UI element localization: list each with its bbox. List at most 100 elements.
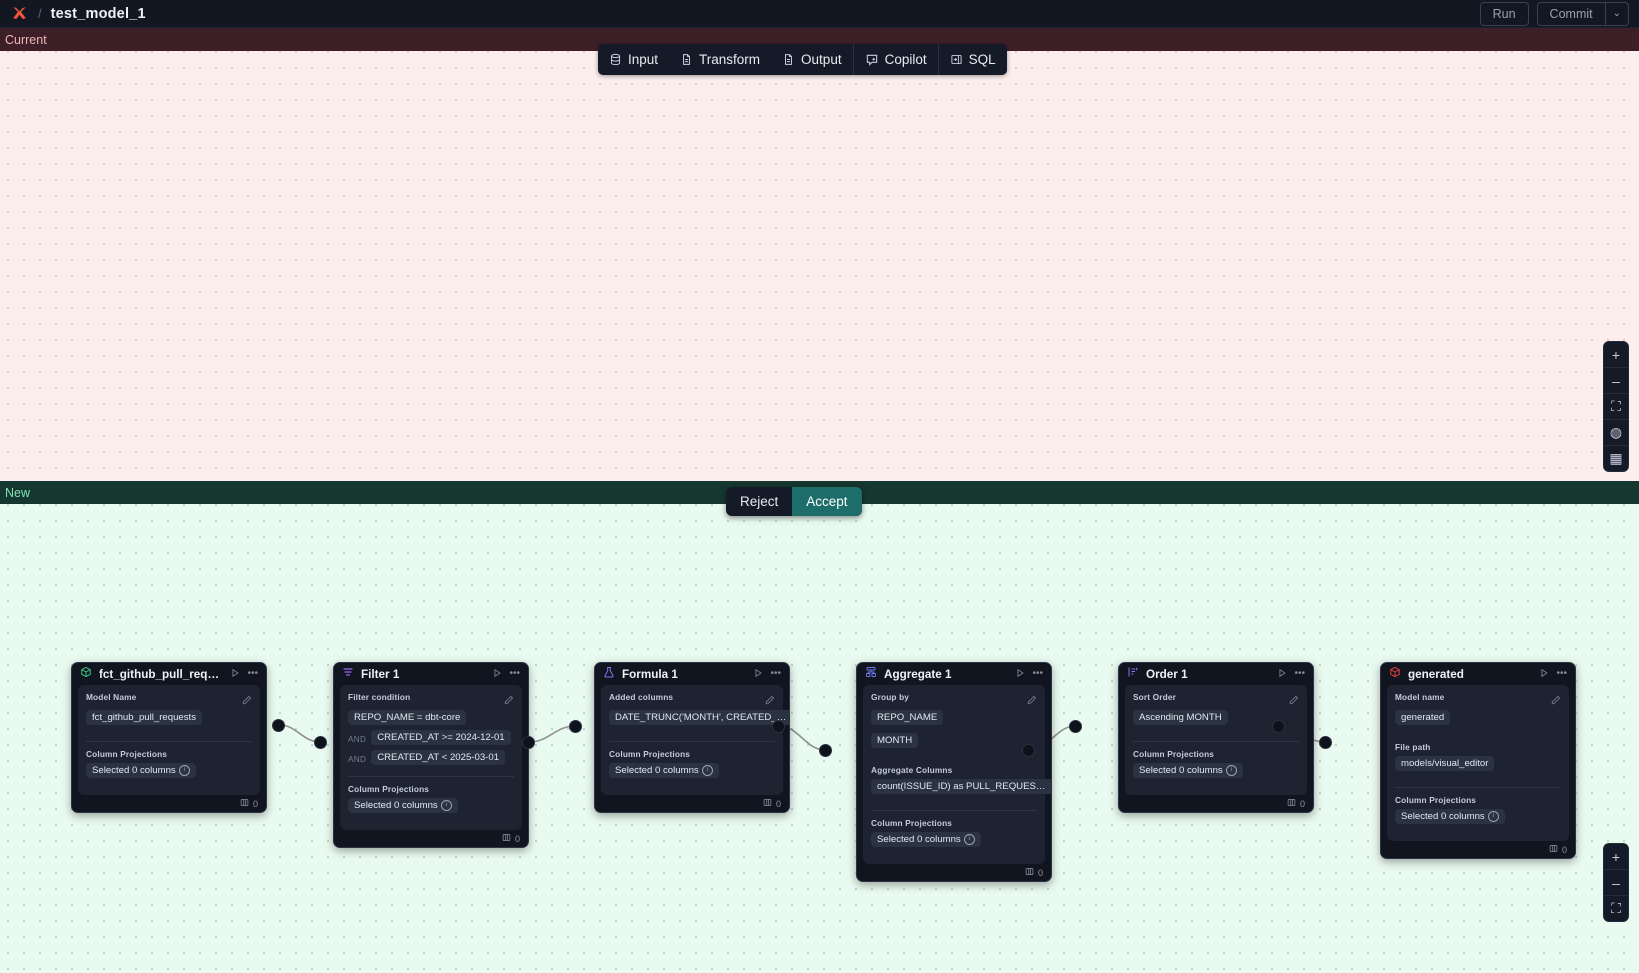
aggregate-icon: [865, 665, 877, 683]
more-icon[interactable]: •••: [1556, 668, 1567, 679]
play-icon[interactable]: [230, 668, 240, 681]
info-icon[interactable]: i: [440, 800, 452, 811]
filter-condition-value[interactable]: CREATED_AT < 2025-03-01: [371, 750, 506, 765]
sort-order-value[interactable]: Ascending MONTH: [1133, 710, 1228, 725]
top-bar: / test_model_1 Run Commit ⌄: [0, 0, 1639, 28]
edit-pencil-icon[interactable]: [765, 692, 775, 710]
edge-port: [1022, 744, 1035, 757]
field-value[interactable]: DATE_TRUNC('MONTH', CREATED_AT...: [609, 710, 789, 725]
edit-pencil-icon[interactable]: [1027, 692, 1037, 710]
cube-red-icon: [1389, 665, 1401, 683]
node-filter[interactable]: Filter 1 ••• Filter condition REPO_NAME …: [333, 662, 529, 849]
fit-view-icon[interactable]: ⛶: [1611, 900, 1621, 916]
edit-pencil-icon[interactable]: [504, 692, 514, 710]
zoom-controls-current: + – ⛶ ◍ ▦: [1603, 341, 1629, 472]
group-by-value[interactable]: REPO_NAME: [871, 710, 944, 725]
field-value: Selected 0 columns: [1139, 765, 1223, 777]
node-title: fct_github_pull_requests: [99, 667, 223, 681]
node-output[interactable]: generated ••• Model name generated File …: [1380, 662, 1576, 860]
aggregate-columns-value[interactable]: count(ISSUE_ID) as PULL_REQUEST_...: [871, 779, 1051, 794]
field-value[interactable]: fct_github_pull_requests: [86, 710, 203, 725]
node-footer: 0: [334, 830, 528, 847]
more-icon[interactable]: •••: [509, 668, 520, 679]
edge-port: [522, 736, 535, 749]
tab-input[interactable]: Input: [598, 44, 669, 75]
field-label: Column Projections: [1133, 749, 1215, 759]
edit-pencil-icon[interactable]: [1551, 692, 1561, 710]
node-source[interactable]: fct_github_pull_requests ••• Model Name …: [71, 662, 267, 814]
tab-sql[interactable]: SQL: [937, 44, 1007, 75]
edge-port: [569, 720, 582, 733]
filter-condition-value[interactable]: CREATED_AT >= 2024-12-01: [371, 730, 511, 745]
reject-button[interactable]: Reject: [740, 494, 779, 509]
group-by-value[interactable]: MONTH: [871, 733, 919, 748]
play-icon[interactable]: [1015, 668, 1025, 681]
field-label: Added columns: [609, 692, 674, 702]
chevron-down-icon[interactable]: ⌄: [1604, 2, 1628, 25]
info-icon[interactable]: i: [963, 834, 975, 845]
more-icon[interactable]: •••: [770, 668, 781, 679]
more-icon[interactable]: •••: [247, 668, 258, 679]
breadcrumb-separator: /: [38, 6, 42, 21]
panel-tab-bar: Input Transform Output: [598, 44, 1007, 75]
field-label: Filter condition: [348, 692, 411, 702]
order-sort-icon: [1127, 665, 1139, 683]
divider: [1395, 787, 1561, 788]
filter-condition-value[interactable]: REPO_NAME = dbt-core: [348, 710, 467, 725]
more-icon[interactable]: •••: [1294, 668, 1305, 679]
zoom-in-icon[interactable]: +: [1604, 342, 1628, 368]
footer-count: 0: [252, 798, 258, 809]
node-order[interactable]: Order 1 ••• Sort Order Ascending MONTH C…: [1118, 662, 1314, 814]
node-formula[interactable]: Formula 1 ••• Added columns DATE_TRUNC('…: [594, 662, 790, 814]
play-icon[interactable]: [1277, 668, 1287, 681]
field-label: Model name: [1395, 692, 1445, 702]
play-icon[interactable]: [753, 668, 763, 681]
node-title: Aggregate 1: [884, 667, 952, 681]
grid-toggle-icon[interactable]: ▦: [1609, 450, 1623, 466]
canvas-current[interactable]: [0, 28, 1639, 481]
node-aggregate[interactable]: Aggregate 1 ••• Group by REPO_NAME MONTH…: [856, 662, 1052, 883]
database-icon: [609, 53, 622, 66]
zoom-out-icon[interactable]: –: [1604, 870, 1628, 896]
tab-sql-label: SQL: [968, 52, 996, 67]
zoom-in-icon[interactable]: +: [1604, 844, 1628, 870]
columns-icon: [240, 798, 249, 809]
fit-view-icon[interactable]: ⛶: [1604, 394, 1628, 420]
edge-port: [1272, 720, 1285, 733]
edit-pencil-icon[interactable]: [242, 692, 252, 710]
tab-copilot[interactable]: Copilot: [852, 44, 938, 75]
node-footer: 0: [1119, 795, 1313, 812]
play-icon[interactable]: [492, 668, 502, 681]
edit-pencil-icon[interactable]: [1289, 692, 1299, 710]
accept-button[interactable]: Accept: [792, 487, 862, 516]
tab-transform[interactable]: Transform: [669, 44, 771, 75]
info-icon[interactable]: i: [1225, 765, 1237, 776]
field-label: Column Projections: [1395, 795, 1477, 805]
file-path-value[interactable]: models/visual_editor: [1395, 756, 1495, 771]
info-icon[interactable]: i: [701, 765, 713, 776]
commit-button[interactable]: Commit: [1549, 6, 1593, 21]
run-button[interactable]: Run: [1479, 1, 1529, 26]
x-logo-icon[interactable]: [10, 4, 29, 23]
field-value: Selected 0 columns: [1401, 811, 1485, 823]
field-value: Selected 0 columns: [354, 800, 438, 812]
info-icon[interactable]: i: [178, 765, 190, 776]
divider: [348, 776, 514, 777]
tab-output[interactable]: Output: [771, 44, 853, 75]
lock-globe-icon[interactable]: ◍: [1604, 420, 1628, 446]
zoom-out-icon[interactable]: –: [1604, 368, 1628, 394]
play-icon[interactable]: [1539, 668, 1549, 681]
model-name-value[interactable]: generated: [1395, 710, 1451, 725]
more-icon[interactable]: •••: [1032, 668, 1043, 679]
columns-icon: [1287, 798, 1296, 809]
info-icon[interactable]: i: [1487, 811, 1499, 822]
diff-decision-bar: Reject Accept: [726, 487, 862, 516]
node-footer: 0: [72, 795, 266, 812]
